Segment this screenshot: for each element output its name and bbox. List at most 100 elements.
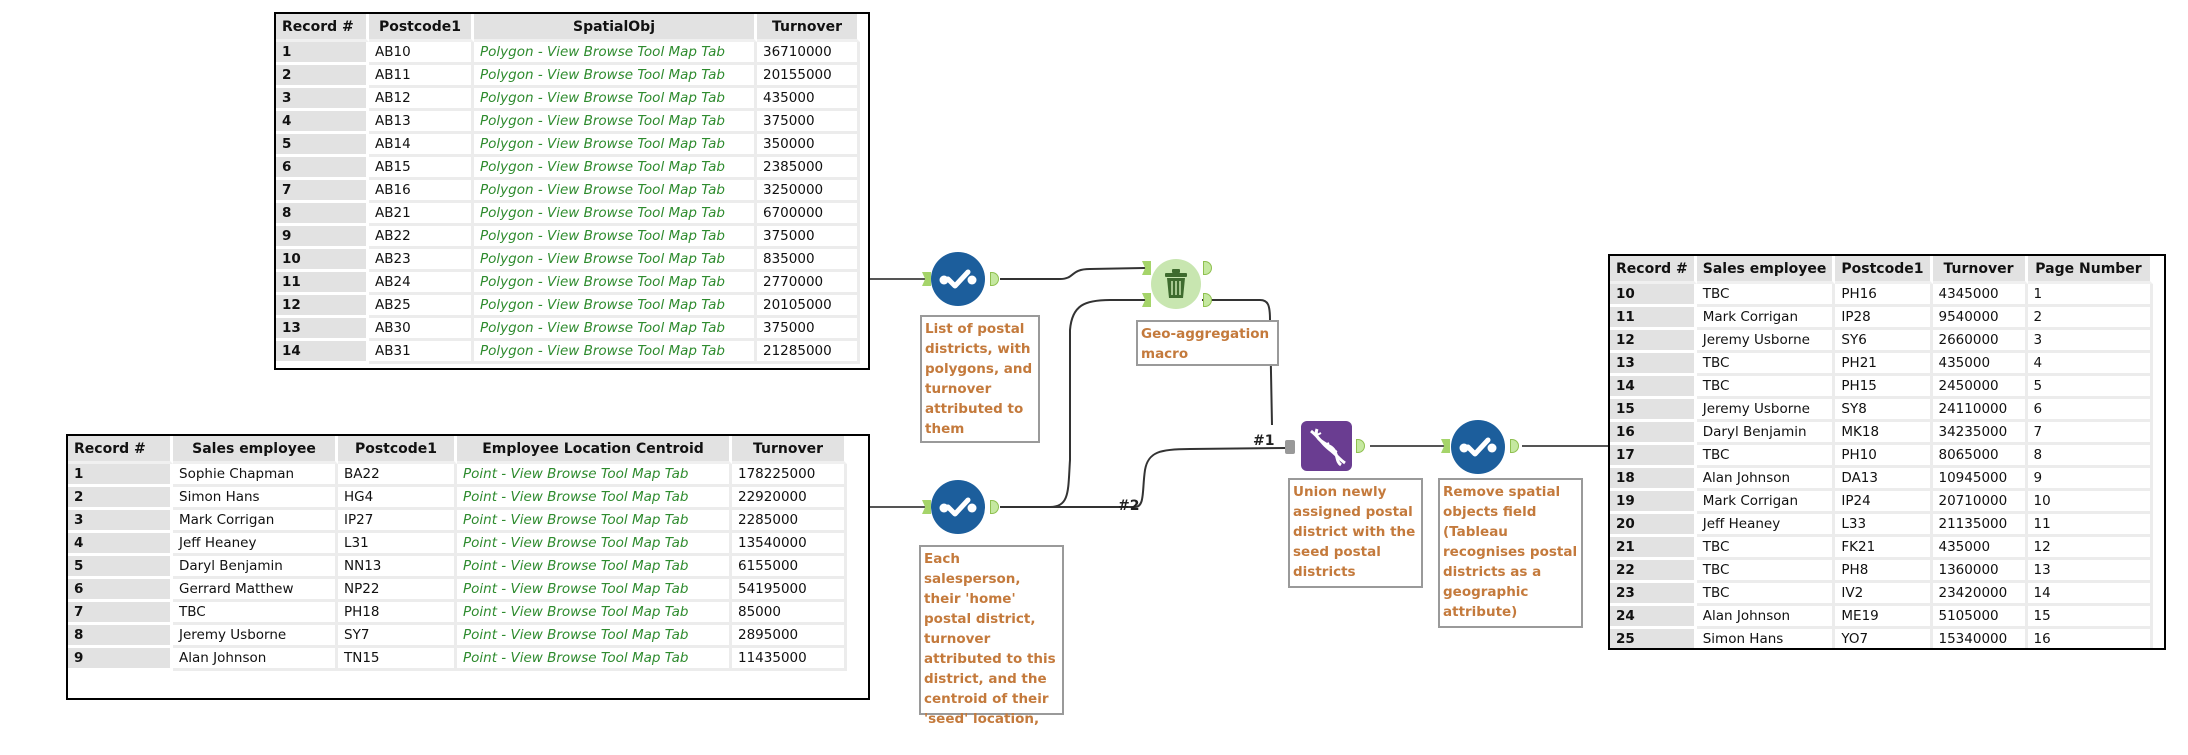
table-cell[interactable]: Point - View Browse Tool Map Tab	[457, 648, 732, 671]
table-cell[interactable]: DA13	[1835, 468, 1933, 491]
record-number-cell[interactable]: 2	[68, 487, 173, 510]
table-cell[interactable]: PH16	[1835, 284, 1933, 307]
table-cell[interactable]: YO7	[1835, 629, 1933, 648]
browse-table-output[interactable]: Record # Sales employee Postcode1 Turnov…	[1608, 254, 2166, 650]
col-header[interactable]: Turnover	[732, 436, 847, 464]
record-number-cell[interactable]: 18	[1610, 468, 1697, 491]
table-cell[interactable]: Mark Corrigan	[173, 510, 338, 533]
table-cell[interactable]: AB14	[369, 134, 474, 157]
table-cell[interactable]: TBC	[173, 602, 338, 625]
table-cell[interactable]: 21285000	[757, 341, 860, 364]
record-number-cell[interactable]: 1	[68, 464, 173, 487]
table-cell[interactable]: TN15	[338, 648, 457, 671]
table-cell[interactable]: Polygon - View Browse Tool Map Tab	[474, 65, 757, 88]
table-cell[interactable]: Polygon - View Browse Tool Map Tab	[474, 203, 757, 226]
table-cell[interactable]: 24110000	[1932, 399, 2028, 422]
table-cell[interactable]: Point - View Browse Tool Map Tab	[457, 533, 732, 556]
table-cell[interactable]: 14	[2027, 583, 2153, 606]
table-cell[interactable]: 2285000	[732, 510, 847, 533]
union-input-anchor[interactable]	[1285, 440, 1295, 454]
record-number-cell[interactable]: 14	[1610, 376, 1697, 399]
table-cell[interactable]: Polygon - View Browse Tool Map Tab	[474, 318, 757, 341]
record-number-cell[interactable]: 3	[276, 88, 369, 111]
record-number-cell[interactable]: 24	[1610, 606, 1697, 629]
table-cell[interactable]: 4	[2027, 353, 2153, 376]
table-cell[interactable]: 375000	[757, 318, 860, 341]
output-anchor[interactable]	[990, 500, 999, 514]
table-cell[interactable]: TBC	[1696, 537, 1836, 560]
table-cell[interactable]: 10945000	[1932, 468, 2028, 491]
col-header[interactable]: Record #	[1610, 256, 1697, 284]
union-output-anchor[interactable]	[1356, 439, 1365, 453]
table-cell[interactable]: 1360000	[1932, 560, 2028, 583]
table-cell[interactable]: TBC	[1696, 284, 1836, 307]
table-cell[interactable]: Gerrard Matthew	[173, 579, 338, 602]
output-anchor[interactable]	[1510, 439, 1519, 453]
table-cell[interactable]: AB11	[369, 65, 474, 88]
table-cell[interactable]: FK21	[1835, 537, 1933, 560]
col-header[interactable]: Sales employee	[1696, 256, 1836, 284]
record-number-cell[interactable]: 3	[68, 510, 173, 533]
geo-aggregation-macro-tool[interactable]	[1151, 259, 1201, 309]
table-cell[interactable]: Sophie Chapman	[173, 464, 338, 487]
table-cell[interactable]: IV2	[1835, 583, 1933, 606]
table-cell[interactable]: 9	[2027, 468, 2153, 491]
table-cell[interactable]: AB24	[369, 272, 474, 295]
table-cell[interactable]: 23420000	[1932, 583, 2028, 606]
table-cell[interactable]: AB22	[369, 226, 474, 249]
table-cell[interactable]: 10	[2027, 491, 2153, 514]
select-tool-postal[interactable]	[931, 252, 985, 306]
table-cell[interactable]: PH21	[1835, 353, 1933, 376]
table-cell[interactable]: 3	[2027, 330, 2153, 353]
table-cell[interactable]: IP28	[1835, 307, 1933, 330]
table-cell[interactable]: 13540000	[732, 533, 847, 556]
table-cell[interactable]: 2660000	[1932, 330, 2028, 353]
col-header[interactable]: Employee Location Centroid	[457, 436, 732, 464]
table-cell[interactable]: Jeremy Usborne	[173, 625, 338, 648]
record-number-cell[interactable]: 5	[276, 134, 369, 157]
table-cell[interactable]: Jeremy Usborne	[1696, 330, 1836, 353]
macro-input-anchor-p[interactable]	[1142, 261, 1151, 275]
table-cell[interactable]: ME19	[1835, 606, 1933, 629]
table-cell[interactable]: 2895000	[732, 625, 847, 648]
col-header[interactable]: Record #	[276, 14, 369, 42]
table-cell[interactable]: 2	[2027, 307, 2153, 330]
table-cell[interactable]: TBC	[1696, 583, 1836, 606]
table-cell[interactable]: Jeff Heaney	[173, 533, 338, 556]
table-cell[interactable]: Polygon - View Browse Tool Map Tab	[474, 226, 757, 249]
record-number-cell[interactable]: 7	[68, 602, 173, 625]
table-cell[interactable]: 7	[2027, 422, 2153, 445]
table-cell[interactable]: NP22	[338, 579, 457, 602]
table-cell[interactable]: 34235000	[1932, 422, 2028, 445]
record-number-cell[interactable]: 6	[276, 157, 369, 180]
table-cell[interactable]: 15340000	[1933, 629, 2028, 648]
table-cell[interactable]: 5	[2027, 376, 2153, 399]
record-number-cell[interactable]: 10	[276, 249, 369, 272]
table-cell[interactable]: 36710000	[757, 42, 860, 65]
table-cell[interactable]: Simon Hans	[173, 487, 338, 510]
macro-input-anchor-s[interactable]	[1142, 293, 1151, 307]
table-cell[interactable]: 6700000	[757, 203, 860, 226]
table-cell[interactable]: PH18	[338, 602, 457, 625]
table-cell[interactable]: Polygon - View Browse Tool Map Tab	[474, 341, 757, 364]
table-cell[interactable]: Polygon - View Browse Tool Map Tab	[474, 88, 757, 111]
record-number-cell[interactable]: 5	[68, 556, 173, 579]
table-cell[interactable]: Simon Hans	[1697, 629, 1836, 648]
table-cell[interactable]: AB12	[369, 88, 474, 111]
output-anchor[interactable]	[990, 272, 999, 286]
table-cell[interactable]: Point - View Browse Tool Map Tab	[457, 510, 732, 533]
